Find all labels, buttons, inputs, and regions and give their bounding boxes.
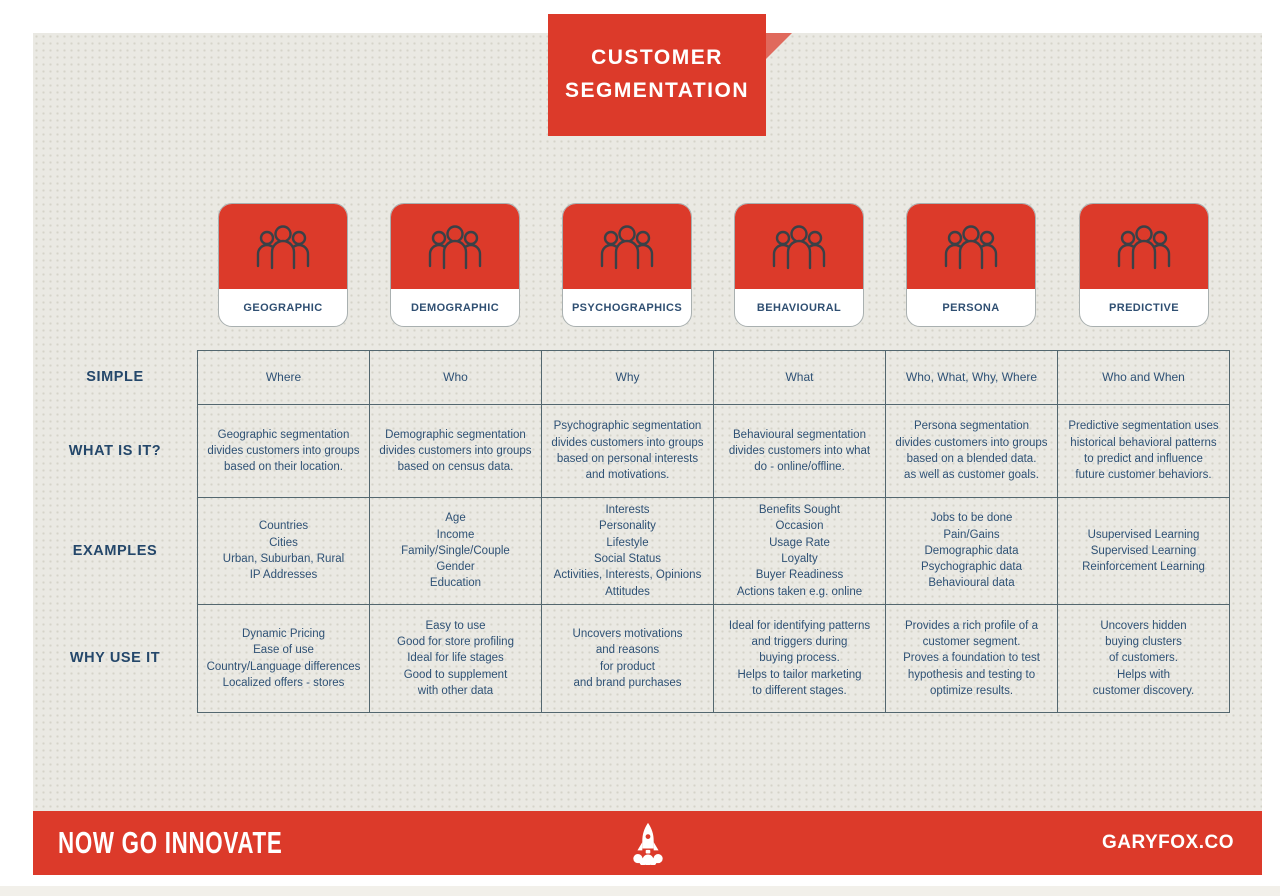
table-cell-why-psychographics: Uncovers motivations and reasons for pro… [542,605,714,713]
rocket-icon [629,821,667,865]
row-label-what-is-it: WHAT IS IT? [68,442,162,459]
table-cell-examples-psychographics: Interests Personality Lifestyle Social S… [542,498,714,605]
table-cell-what-predictive: Predictive segmentation uses historical … [1058,405,1230,498]
people-group-icon [907,204,1035,289]
table-cell-simple-predictive: Who and When [1058,351,1230,405]
table-cell-why-geographic: Dynamic Pricing Ease of use Country/Lang… [198,605,370,713]
table-cell-examples-persona: Jobs to be done Pain/Gains Demographic d… [886,498,1058,605]
footer-bar: NOW GO INNOVATE GARYFOX.CO [33,811,1262,875]
people-group-icon [391,204,519,289]
table-cell-what-behavioural: Behavioural segmentation divides custome… [714,405,886,498]
people-group-icon [1080,204,1208,289]
table-cell-what-persona: Persona segmentation divides customers i… [886,405,1058,498]
table-cell-simple-psychographics: Why [542,351,714,405]
people-group-icon [563,204,691,289]
segment-card-psychographics: PSYCHOGRAPHICS [562,203,692,327]
segment-card-predictive: PREDICTIVE [1079,203,1209,327]
table-cell-simple-persona: Who, What, Why, Where [886,351,1058,405]
segment-card-persona: PERSONA [906,203,1036,327]
table-cell-examples-demographic: Age Income Family/Single/Couple Gender E… [370,498,542,605]
table-cell-examples-behavioural: Benefits Sought Occasion Usage Rate Loya… [714,498,886,605]
row-label-why-use-it: WHY USE IT [69,650,161,666]
page-title: CUSTOMER SEGMENTATION [564,46,750,102]
people-group-icon [219,204,347,289]
segment-label: GEOGRAPHIC [243,301,323,314]
table-cell-simple-behavioural: What [714,351,886,405]
table-cell-what-psychographics: Psychographic segmentation divides custo… [542,405,714,498]
segment-card-geographic: GEOGRAPHIC [218,203,348,327]
segment-label: PERSONA [942,301,1000,314]
comparison-table: Where Who Why What Who, What, Why, Where… [197,350,1230,713]
table-cell-examples-predictive: Usupervised Learning Supervised Learning… [1058,498,1230,605]
segment-card-behavioural: BEHAVIOURAL [734,203,864,327]
table-cell-why-behavioural: Ideal for identifying patterns and trigg… [714,605,886,713]
segment-label: PREDICTIVE [1108,301,1179,314]
table-cell-what-geographic: Geographic segmentation divides customer… [198,405,370,498]
row-label-column: SIMPLE WHAT IS IT? EXAMPLES WHY USE IT [33,350,197,712]
table-cell-why-predictive: Uncovers hidden buying clusters of custo… [1058,605,1230,713]
bottom-strip [0,886,1280,896]
segment-label: PSYCHOGRAPHICS [571,301,683,314]
segment-label: BEHAVIOURAL [756,301,842,314]
segment-label: DEMOGRAPHIC [410,301,500,314]
title-ribbon: CUSTOMER SEGMENTATION [548,14,766,136]
table-cell-why-persona: Provides a rich profile of a customer se… [886,605,1058,713]
segment-card-demographic: DEMOGRAPHIC [390,203,520,327]
table-cell-why-demographic: Easy to use Good for store profiling Ide… [370,605,542,713]
table-cell-what-demographic: Demographic segmentation divides custome… [370,405,542,498]
table-cell-simple-geographic: Where [198,351,370,405]
people-group-icon [735,204,863,289]
table-cell-simple-demographic: Who [370,351,542,405]
row-label-examples: EXAMPLES [72,542,158,559]
footer-tagline: NOW GO INNOVATE [58,825,283,860]
table-cell-examples-geographic: Countries Cities Urban, Suburban, Rural … [198,498,370,605]
footer-site-link[interactable]: GARYFOX.CO [1101,832,1234,853]
row-label-simple: SIMPLE [86,369,144,385]
title-ribbon-fold [766,33,792,59]
